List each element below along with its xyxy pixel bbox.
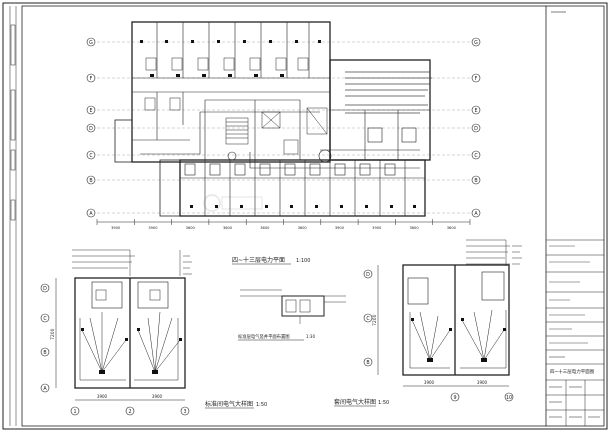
suite-detail: 9 10 D C B 3900 3900 7200 套间电气大样图 1:50	[334, 239, 522, 407]
left-vertical-dim: 7200	[50, 328, 56, 340]
left-axis-row-d-label: D	[43, 286, 47, 292]
axis-left-f-label: F	[90, 76, 93, 82]
left-axis-col-1: 1	[70, 406, 80, 416]
left-axis-row-a-label: A	[43, 386, 47, 392]
left-axis-row-b-label: B	[43, 350, 46, 356]
right-axis-col-9: 9	[450, 392, 460, 402]
detail-mid-scale: 1:30	[306, 334, 315, 339]
detail-right-title: 套间电气大样图	[334, 398, 376, 406]
left-axis-row-a: A	[40, 383, 50, 393]
axis-right-f-label: F	[475, 76, 478, 82]
right-axis-row-b-label: B	[366, 360, 369, 366]
right-axis-row-c-label: C	[366, 316, 370, 322]
left-axis-row-d: D	[40, 283, 50, 293]
right-axis-col-9-label: 9	[453, 395, 456, 401]
axis-right-e-label: E	[474, 108, 477, 114]
main-dim-0: 3900	[111, 226, 121, 230]
axis-left-a-label: A	[89, 211, 93, 217]
axis-right-f: F	[471, 73, 481, 83]
right-axis-col-10: 10	[504, 392, 514, 402]
main-dim-6: 3900	[335, 226, 345, 230]
main-dim-8: 3600	[409, 226, 419, 230]
detail-left-scale: 1:50	[256, 402, 267, 408]
axis-left-e: E	[86, 105, 96, 115]
axis-left-b: B	[86, 175, 96, 185]
axis-left-c-label: C	[89, 153, 93, 159]
axis-left-f: F	[86, 73, 96, 83]
axis-left-g: G	[86, 37, 96, 47]
axis-right-g-label: G	[474, 40, 478, 46]
left-axis-col-2-label: 2	[128, 409, 131, 415]
left-dim-1: 3900	[152, 394, 163, 399]
main-dim-3: 3600	[223, 226, 233, 230]
left-axis-col-3: 3	[180, 406, 190, 416]
axis-right-d: D	[471, 123, 481, 133]
axis-right-e: E	[471, 105, 481, 115]
left-axis-row-b: B	[40, 347, 50, 357]
right-axis-col-10-label: 10	[506, 395, 512, 401]
main-dim-7: 3900	[372, 226, 382, 230]
binding-strip	[9, 6, 17, 426]
detail-mid-title: 标准层电气竖井平面布置图	[238, 333, 290, 340]
detail-right-scale: 1:50	[378, 400, 389, 406]
right-axis-row-d: D	[363, 269, 373, 279]
left-axis-col-2: 2	[125, 406, 135, 416]
main-floor-plan: 3900 3900 3600 3600 3600 3600 3900 3900 3600 3600…	[86, 21, 481, 265]
watermark-logo	[203, 194, 263, 212]
axis-right-b-label: B	[474, 178, 477, 184]
axis-left-e-label: E	[89, 108, 92, 114]
axis-right-c: C	[471, 150, 481, 160]
axis-right-d-label: D	[474, 126, 478, 132]
left-dim-0: 3900	[97, 394, 108, 399]
axis-right-g: G	[471, 37, 481, 47]
axis-left-d-label: D	[89, 126, 93, 132]
right-dim-0: 3900	[424, 380, 435, 385]
left-axis-col-1-label: 1	[73, 409, 76, 415]
left-axis-row-c: C	[40, 313, 50, 323]
main-dim-4: 3600	[260, 226, 270, 230]
axis-left-d: D	[86, 123, 96, 133]
axis-right-b: B	[471, 175, 481, 185]
standard-room-detail: D C B A 1 2 3 3900 3900 7200 标准间电气大样图 1:50	[40, 249, 267, 416]
inner-frame	[21, 5, 605, 427]
left-axis-col-3-label: 3	[183, 409, 186, 415]
shaft-detail: 标准层电气竖井平面布置图 1:30	[238, 289, 346, 341]
right-vertical-dim: 7200	[372, 314, 378, 326]
axis-left-g-label: G	[89, 40, 93, 46]
main-dim-9: 3600	[447, 226, 457, 230]
main-plan-scale: 1:100	[296, 258, 310, 264]
axis-right-c-label: C	[474, 153, 478, 159]
right-axis-row-b: B	[363, 357, 373, 367]
main-dim-1: 3900	[148, 226, 158, 230]
detail-left-title: 标准间电气大样图	[205, 400, 253, 408]
axis-left-b-label: B	[89, 178, 92, 184]
main-dim-5: 3600	[298, 226, 308, 230]
axis-right-a: A	[471, 208, 481, 218]
main-dim-2: 3600	[186, 226, 196, 230]
left-axis-row-c-label: C	[43, 316, 47, 322]
right-axis-row-d-label: D	[366, 272, 370, 278]
axis-right-a-label: A	[474, 211, 478, 217]
right-axis-row-c: C	[363, 313, 373, 323]
title-block: 四~十三层电力平面图	[545, 6, 604, 426]
axis-left-a: A	[86, 208, 96, 218]
axis-left-c: C	[86, 150, 96, 160]
main-plan-title: 四~十三层电力平面	[232, 256, 285, 264]
footer-title: 四~十三层电力平面图	[550, 368, 595, 375]
right-dim-1: 3900	[477, 380, 488, 385]
